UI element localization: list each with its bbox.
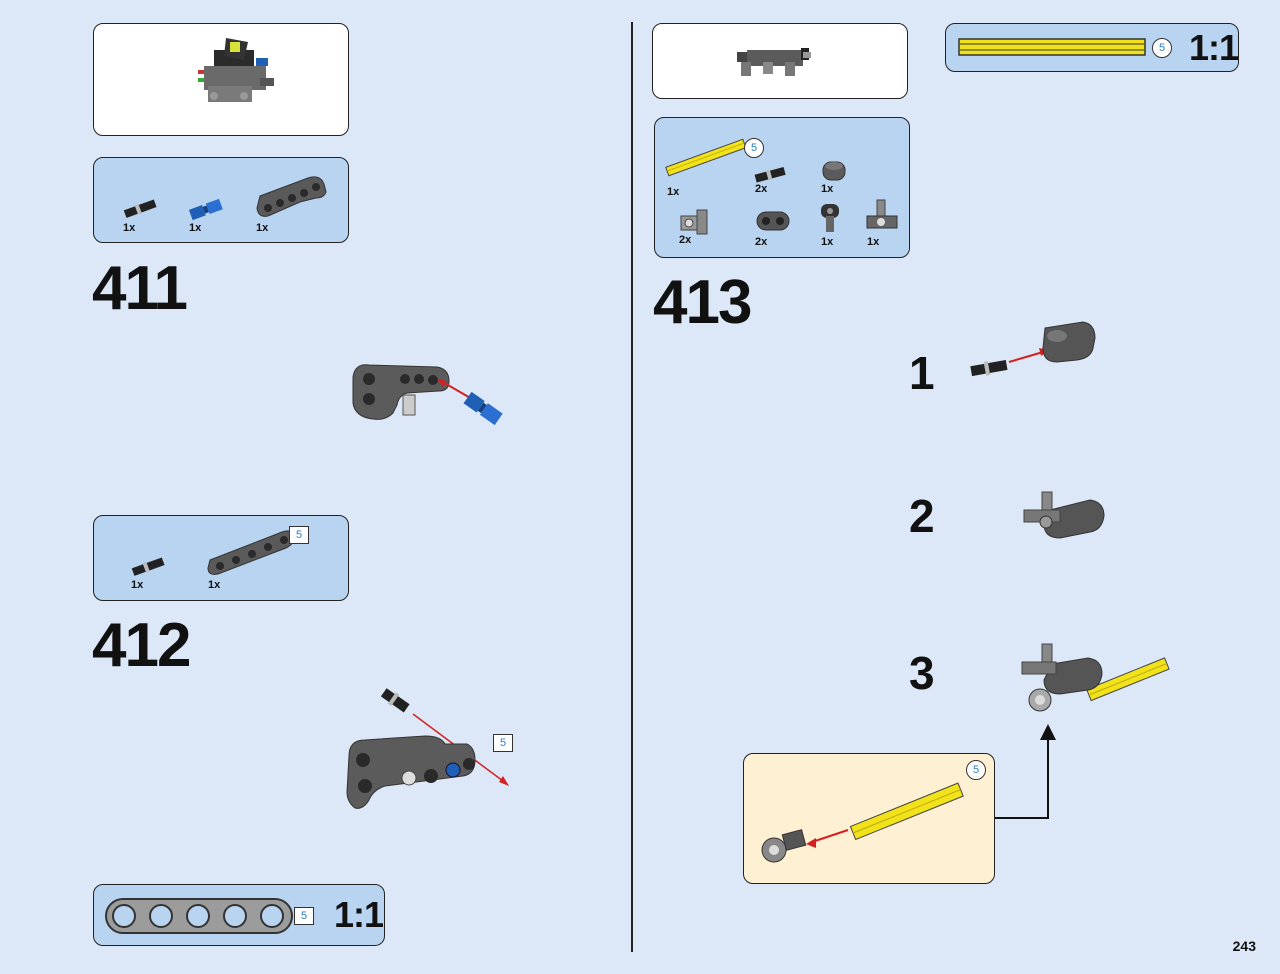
assembly-preview-top-right — [652, 23, 908, 99]
part-qty: 1x — [131, 579, 144, 591]
page-divider — [631, 22, 633, 952]
scale-guide-axle: 5 1:1 — [945, 23, 1239, 72]
subassembly-callout: 5 — [743, 753, 995, 884]
scale-guide-beam: 5 1:1 — [93, 884, 385, 946]
part-qty: 1x — [867, 236, 880, 248]
length-indicator: 5 — [294, 907, 314, 925]
step-number-413: 413 — [653, 268, 752, 337]
axle-connector-icon — [866, 199, 898, 229]
parts-list-412: 1x 1x 5 — [93, 515, 349, 601]
part-qty: 1x — [821, 183, 834, 195]
part-qty: 1x — [256, 222, 269, 234]
bush-icon — [822, 161, 846, 181]
length-indicator: 5 — [744, 138, 764, 158]
substep-number-2: 2 — [909, 490, 935, 542]
scale-label: 1:1 — [334, 894, 384, 935]
double-beam-icon — [756, 211, 790, 231]
step-number-412: 412 — [92, 611, 191, 680]
substep-3-assembly — [1021, 643, 1170, 712]
length-indicator: 5 — [1152, 38, 1172, 58]
part-qty: 1x — [821, 236, 834, 248]
yellow-axle-icon — [665, 138, 747, 177]
substep-number-1: 1 — [909, 347, 935, 399]
assembly-preview-top-left — [93, 23, 349, 136]
assembly-model-icon — [737, 48, 811, 76]
cross-connector-icon — [680, 209, 708, 235]
part-qty: 2x — [755, 183, 768, 195]
bent-beam-icon — [256, 176, 327, 217]
pin-icon — [754, 167, 786, 183]
length-indicator: 5 — [966, 760, 986, 780]
page-number: 243 — [1232, 938, 1256, 954]
step-411-assembly — [352, 364, 503, 426]
beam-5-scale-icon — [105, 898, 293, 934]
parts-list-413: 5 1x 2x 1x 2x 2x 1x 1x — [654, 117, 910, 258]
callout-connector-arrow — [994, 724, 1056, 819]
callout-assembly — [761, 782, 964, 863]
part-qty: 2x — [755, 236, 768, 248]
step-number-411: 411 — [92, 254, 188, 323]
part-qty: 1x — [123, 222, 136, 234]
black-pin-icon — [131, 557, 165, 576]
step-412-assembly — [346, 688, 509, 809]
length-indicator: 5 — [289, 526, 309, 544]
beam-5-icon — [207, 530, 295, 575]
substep-number-3: 3 — [909, 647, 935, 699]
blue-pin-icon — [188, 198, 223, 221]
part-qty: 1x — [189, 222, 202, 234]
part-qty: 1x — [208, 579, 221, 591]
angle-connector-icon — [821, 204, 839, 232]
assembly-model-icon — [198, 38, 274, 102]
substep-1-assembly — [970, 321, 1096, 377]
part-qty: 1x — [667, 186, 680, 198]
substep-2-assembly — [1023, 491, 1105, 539]
part-qty: 2x — [679, 234, 692, 246]
yellow-axle-scale-icon — [958, 38, 1146, 56]
black-pin-icon — [123, 199, 157, 218]
parts-list-411: 1x 1x 1x — [93, 157, 349, 243]
scale-label: 1:1 — [1189, 27, 1239, 68]
length-indicator: 5 — [493, 734, 513, 752]
